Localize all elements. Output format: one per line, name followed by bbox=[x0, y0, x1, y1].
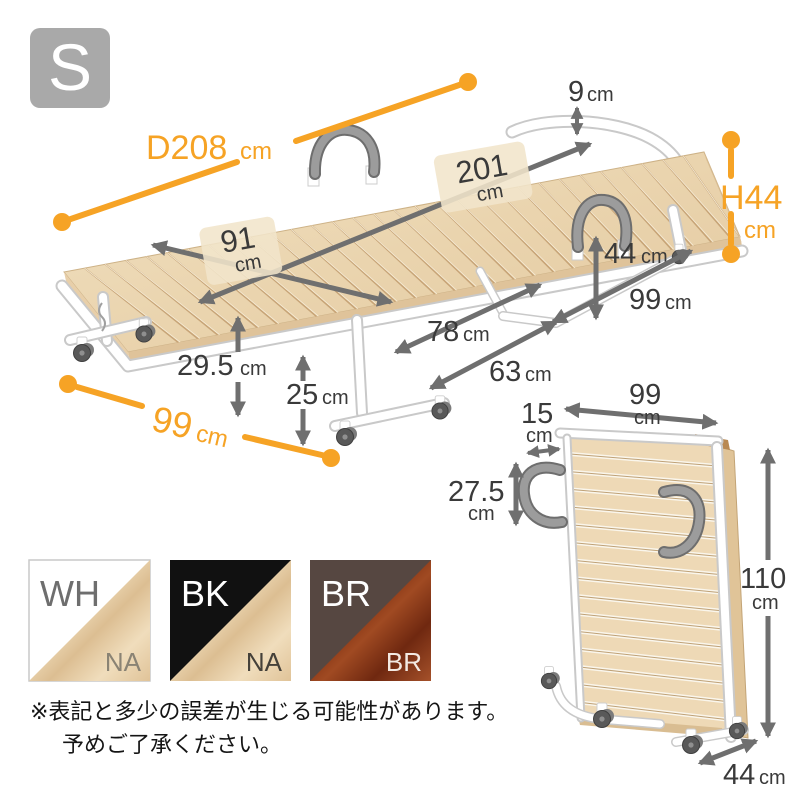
dim-folded-h110-unit: cm bbox=[752, 592, 779, 614]
dim-len201-unit: cm bbox=[475, 180, 505, 206]
dim-folded-d15-value: 15 bbox=[521, 398, 553, 430]
dim-folded-d44-unit: cm bbox=[759, 767, 786, 789]
swatch-wood-br bbox=[310, 560, 431, 681]
dim-foot99-unit: cm bbox=[665, 292, 692, 314]
swatch-frame-label: BK bbox=[181, 573, 229, 614]
dim-h44-value: H44 bbox=[720, 179, 782, 217]
folded-handle-right bbox=[658, 484, 706, 559]
endpoint-dot bbox=[322, 449, 340, 467]
swatch-frame-label: BR bbox=[321, 573, 371, 614]
dim-folded-h110-value: 110 bbox=[740, 563, 786, 595]
caster-wheel bbox=[135, 318, 156, 343]
dim-width99-value: 99 bbox=[148, 398, 196, 447]
dim-folded-d15: 15 cm bbox=[521, 398, 561, 458]
dim-folded-h110: 110 cm bbox=[740, 447, 786, 739]
dim-folded-w99-unit: cm bbox=[634, 407, 661, 429]
dim-rail9: 9 cm bbox=[568, 76, 614, 136]
dim-d208-unit: cm bbox=[240, 138, 272, 165]
folded-handle-left bbox=[517, 461, 568, 529]
dim-h44-unit: cm bbox=[744, 217, 776, 244]
endpoint-dot bbox=[59, 375, 77, 393]
dim-deck295: 29.5 cm bbox=[177, 315, 267, 418]
dim-mid78-unit: cm bbox=[463, 324, 490, 346]
fold-lock-chain bbox=[98, 302, 106, 332]
dim-wid91-value: 91 bbox=[218, 219, 258, 259]
dim-wid91: 91 cm bbox=[150, 216, 394, 307]
dim-folded-d44-value: 44 bbox=[723, 759, 755, 791]
disclaimer: ※表記と多少の誤差が生じる可能性があります。 予めご了承ください。 bbox=[30, 699, 508, 757]
dim-clear25-unit: cm bbox=[322, 387, 349, 409]
dim-rail9-unit: cm bbox=[587, 84, 614, 106]
dim-width99: 99 cm bbox=[59, 375, 340, 467]
swatch-slat-label: NA bbox=[105, 647, 142, 677]
dim-d208-value: D208 bbox=[146, 129, 227, 167]
dim-base63-value: 63 bbox=[489, 356, 521, 388]
dim-folded-w99-value: 99 bbox=[629, 379, 661, 411]
swatch-frame-label: WH bbox=[40, 573, 100, 614]
dim-h44: H44 cm bbox=[720, 131, 782, 263]
endpoint-dot bbox=[459, 73, 477, 91]
dim-base63: 63 cm bbox=[428, 319, 559, 391]
dim-foot99: 99 cm bbox=[550, 248, 694, 325]
dim-folded-handle275-unit: cm bbox=[468, 503, 495, 525]
dim-clear25: 25 cm bbox=[286, 354, 349, 447]
endpoint-dot bbox=[53, 213, 71, 231]
dim-mid78-value: 78 bbox=[427, 316, 459, 348]
caster-wheel bbox=[728, 716, 748, 740]
dim-width99-unit: cm bbox=[193, 420, 230, 454]
swatch-wood-na bbox=[170, 560, 291, 681]
caster-wheel bbox=[593, 702, 614, 728]
caster-wheel bbox=[73, 336, 94, 362]
folded-bed-illustration bbox=[517, 427, 749, 754]
label-backdrop bbox=[433, 141, 533, 213]
dim-base63-unit: cm bbox=[525, 364, 552, 386]
dim-deck295-unit: cm bbox=[240, 358, 267, 380]
swatch-wood-na bbox=[29, 560, 150, 681]
color-swatch-wh: WH NA bbox=[28, 559, 151, 682]
dim-foot99-value: 99 bbox=[629, 284, 661, 316]
color-swatch-bk: BK NA bbox=[170, 560, 291, 681]
dim-leg44-value: 44 bbox=[604, 238, 636, 270]
caster-wheel bbox=[336, 420, 357, 446]
dim-folded-handle275: 27.5 cm bbox=[448, 461, 525, 527]
dim-deck295-value: 29.5 bbox=[177, 350, 233, 382]
dim-clear25-value: 25 bbox=[286, 379, 318, 411]
dim-wid91-unit: cm bbox=[233, 251, 263, 277]
dim-folded-d15-unit: cm bbox=[526, 425, 553, 447]
dim-folded-handle275-value: 27.5 bbox=[448, 476, 504, 508]
endpoint-dot bbox=[722, 245, 740, 263]
endpoint-dot bbox=[722, 131, 740, 149]
caster-wheel bbox=[431, 395, 452, 420]
color-swatch-br: BR BR bbox=[310, 560, 431, 681]
dim-folded-w99: 99 cm bbox=[563, 379, 719, 430]
size-badge-label: S bbox=[48, 30, 92, 104]
size-badge-box bbox=[30, 28, 110, 108]
size-badge: S bbox=[30, 28, 110, 108]
swatch-slat-label: NA bbox=[246, 647, 283, 677]
disclaimer-line1: ※表記と多少の誤差が生じる可能性があります。 bbox=[30, 699, 508, 724]
dim-d208: D208 cm bbox=[53, 73, 477, 231]
caster-wheel bbox=[540, 666, 560, 690]
label-backdrop bbox=[199, 216, 283, 285]
bed-handle-left bbox=[307, 123, 381, 187]
dim-rail9-value: 9 bbox=[568, 76, 584, 108]
folded-bed-casters bbox=[540, 666, 748, 754]
dim-folded-d44: 44 cm bbox=[697, 738, 786, 791]
swatch-slat-label: BR bbox=[386, 647, 422, 677]
disclaimer-line2: 予めご了承ください。 bbox=[62, 732, 282, 757]
